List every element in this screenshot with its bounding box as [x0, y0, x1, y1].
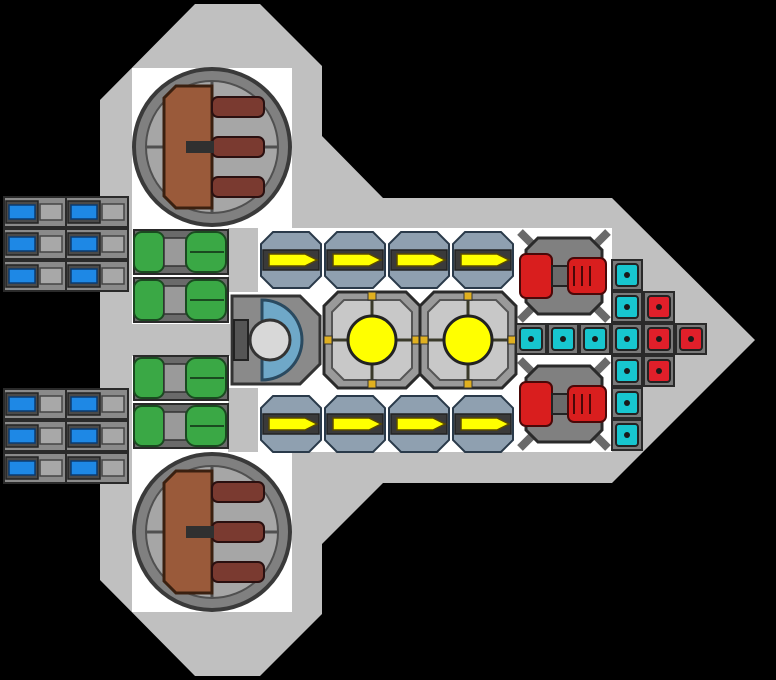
thruster-icon: [8, 236, 36, 252]
missile-icon: [332, 417, 383, 431]
shield-block[interactable]: [611, 355, 643, 387]
engine[interactable]: [133, 277, 229, 323]
cockpit[interactable]: [230, 294, 322, 386]
laser-turret[interactable]: [517, 357, 611, 451]
engine-icon: [133, 279, 165, 321]
engine[interactable]: [133, 355, 229, 401]
thruster-icon: [8, 268, 36, 284]
reactor-icon: [346, 314, 398, 366]
cockpit-icon: [248, 318, 292, 362]
thruster[interactable]: [3, 388, 67, 420]
missile-launcher[interactable]: [388, 395, 450, 453]
shield-block[interactable]: [579, 323, 611, 355]
thruster-icon: [70, 268, 98, 284]
laser-turret[interactable]: [517, 229, 611, 323]
engine[interactable]: [133, 229, 229, 275]
missile-icon: [268, 253, 319, 267]
rail-turret-top[interactable]: [132, 67, 292, 227]
shield-block[interactable]: [547, 323, 579, 355]
reactor[interactable]: [322, 290, 422, 390]
reactor-icon: [442, 314, 494, 366]
missile-launcher[interactable]: [260, 231, 322, 289]
missile-launcher[interactable]: [388, 231, 450, 289]
missile-icon: [332, 253, 383, 267]
thruster-icon: [8, 460, 36, 476]
thruster-icon: [70, 236, 98, 252]
missile-icon: [460, 253, 511, 267]
thruster[interactable]: [65, 452, 129, 484]
thruster[interactable]: [65, 228, 129, 260]
missile-icon: [396, 417, 447, 431]
missile-launcher[interactable]: [452, 231, 514, 289]
thruster-icon: [70, 204, 98, 220]
laser-turret-icon: [519, 381, 553, 427]
thruster-icon: [70, 460, 98, 476]
missile-launcher[interactable]: [452, 395, 514, 453]
laser-turret-icon: [519, 253, 553, 299]
engine-icon: [133, 231, 165, 273]
engine[interactable]: [133, 403, 229, 449]
engine-icon: [133, 357, 165, 399]
thruster[interactable]: [3, 228, 67, 260]
thruster[interactable]: [3, 196, 67, 228]
thruster[interactable]: [65, 420, 129, 452]
shield-block[interactable]: [611, 387, 643, 419]
armor-block[interactable]: [643, 291, 675, 323]
shield-block[interactable]: [515, 323, 547, 355]
thruster-icon: [8, 204, 36, 220]
armor-block[interactable]: [643, 323, 675, 355]
missile-icon: [396, 253, 447, 267]
thruster-icon: [70, 428, 98, 444]
armor-block[interactable]: [643, 355, 675, 387]
missile-launcher[interactable]: [260, 395, 322, 453]
thruster[interactable]: [3, 260, 67, 292]
thruster[interactable]: [65, 260, 129, 292]
reactor[interactable]: [418, 290, 518, 390]
missile-icon: [460, 417, 511, 431]
thruster[interactable]: [3, 420, 67, 452]
thruster-icon: [8, 396, 36, 412]
thruster[interactable]: [3, 452, 67, 484]
thruster-icon: [8, 428, 36, 444]
shield-block[interactable]: [611, 419, 643, 451]
thruster[interactable]: [65, 388, 129, 420]
thruster-icon: [70, 396, 98, 412]
armor-block[interactable]: [675, 323, 707, 355]
missile-launcher[interactable]: [324, 395, 386, 453]
shield-block[interactable]: [611, 323, 643, 355]
thruster[interactable]: [65, 196, 129, 228]
rail-turret-bottom[interactable]: [132, 452, 292, 612]
engine-icon: [133, 405, 165, 447]
missile-icon: [268, 417, 319, 431]
shield-block[interactable]: [611, 291, 643, 323]
shield-block[interactable]: [611, 259, 643, 291]
missile-launcher[interactable]: [324, 231, 386, 289]
